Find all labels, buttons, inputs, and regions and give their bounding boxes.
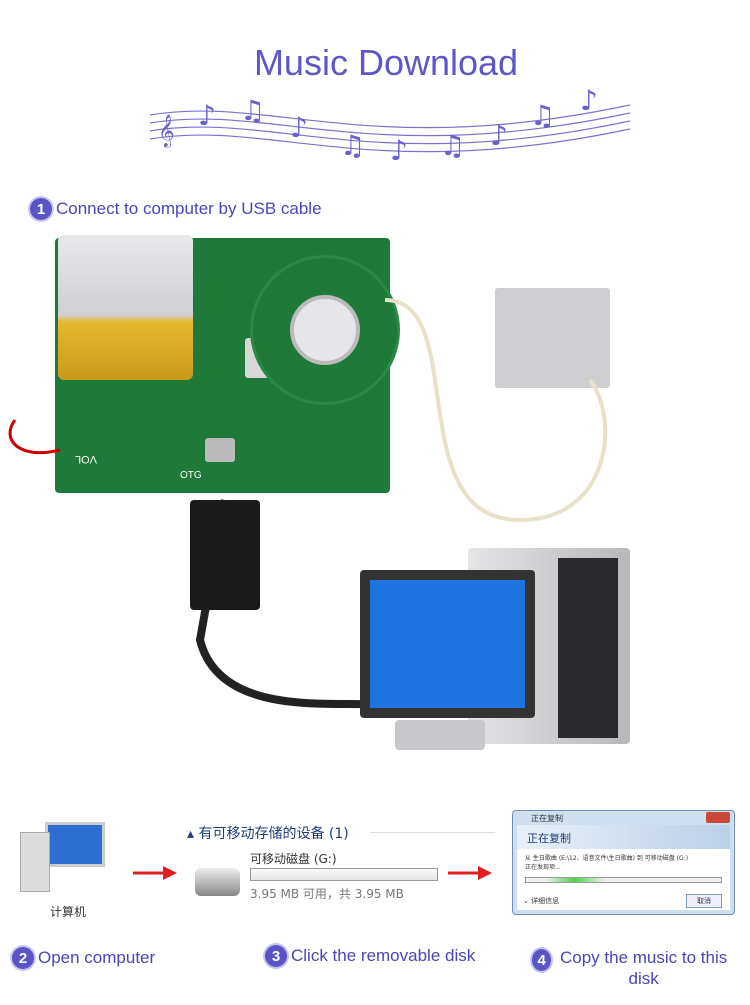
close-button[interactable]: [706, 812, 730, 823]
monitor: [360, 570, 535, 718]
step-number: 4: [532, 949, 552, 971]
svg-text:♪: ♪: [390, 134, 408, 167]
device-group-header[interactable]: ▴ 有可移动存储的设备 (1): [187, 826, 349, 842]
monitor-stand: [395, 720, 485, 750]
dialog-heading: 正在复制: [517, 825, 730, 849]
drive-space: 3.95 MB 可用，共 3.95 MB: [250, 887, 404, 901]
details-label: 详细信息: [531, 897, 560, 905]
step-label: Copy the music to this disk: [559, 948, 728, 988]
dialog-status: 正在发现项...: [525, 864, 561, 871]
dialog-title: 正在复制: [531, 814, 563, 823]
speaker: [250, 255, 400, 405]
copy-progress-bar: [525, 877, 722, 883]
step-label: Click the removable disk: [291, 946, 476, 965]
step-2: 2 Open computer: [12, 947, 155, 969]
divider: [370, 832, 495, 833]
svg-text:♫: ♫: [340, 129, 365, 162]
arrow-icon: [448, 866, 492, 880]
cancel-button[interactable]: 取消: [686, 894, 722, 908]
removable-drive-icon[interactable]: [195, 868, 240, 896]
music-staff-decoration: 𝄞 ♪ ♫ ♪ ♫ ♪ ♫ ♪ ♫ ♪: [150, 84, 630, 167]
step-1: 1 Connect to computer by USB cable: [30, 198, 322, 220]
copy-dialog: 正在复制 正在复制 从 生日歌曲 (E:\12、语音文件\生日歌曲) 到 可移动…: [512, 810, 735, 915]
svg-text:♫: ♫: [240, 94, 265, 127]
svg-text:♪: ♪: [580, 84, 598, 117]
step-3: 3 Click the removable disk: [265, 945, 475, 967]
svg-text:♪: ♪: [290, 111, 308, 144]
light-sensor-module: [495, 288, 610, 388]
page-title: Music Download: [253, 42, 519, 83]
drive-name[interactable]: 可移动磁盘 (G:): [250, 852, 337, 866]
step-number: 3: [265, 945, 287, 967]
details-toggle[interactable]: ⌄ 详细信息: [523, 897, 560, 905]
computer-label: 计算机: [50, 905, 87, 919]
computer-icon[interactable]: [20, 822, 108, 892]
step-number: 1: [30, 198, 52, 220]
svg-text:♫: ♫: [530, 99, 555, 132]
svg-text:♪: ♪: [490, 119, 508, 152]
step-4: 4 Copy the music to this disk: [532, 947, 732, 989]
otg-label: OTG: [180, 470, 202, 481]
step-label: Open computer: [38, 948, 156, 967]
cables: [8, 298, 608, 709]
drive-usage-bar: [250, 868, 438, 881]
device-group-label: 有可移动存储的设备 (1): [198, 826, 349, 842]
arrow-icon: [133, 866, 177, 880]
dialog-source-line: 从 生日歌曲 (E:\12、语音文件\生日歌曲) 到 可移动磁盘 (G:): [525, 855, 689, 862]
step-number: 2: [12, 947, 34, 969]
battery: [58, 235, 193, 380]
micro-usb-port: [205, 438, 235, 462]
svg-text:♫: ♫: [440, 129, 465, 162]
svg-text:♪: ♪: [198, 99, 216, 132]
step-label: Connect to computer by USB cable: [56, 199, 322, 218]
svg-text:𝄞: 𝄞: [158, 114, 175, 148]
